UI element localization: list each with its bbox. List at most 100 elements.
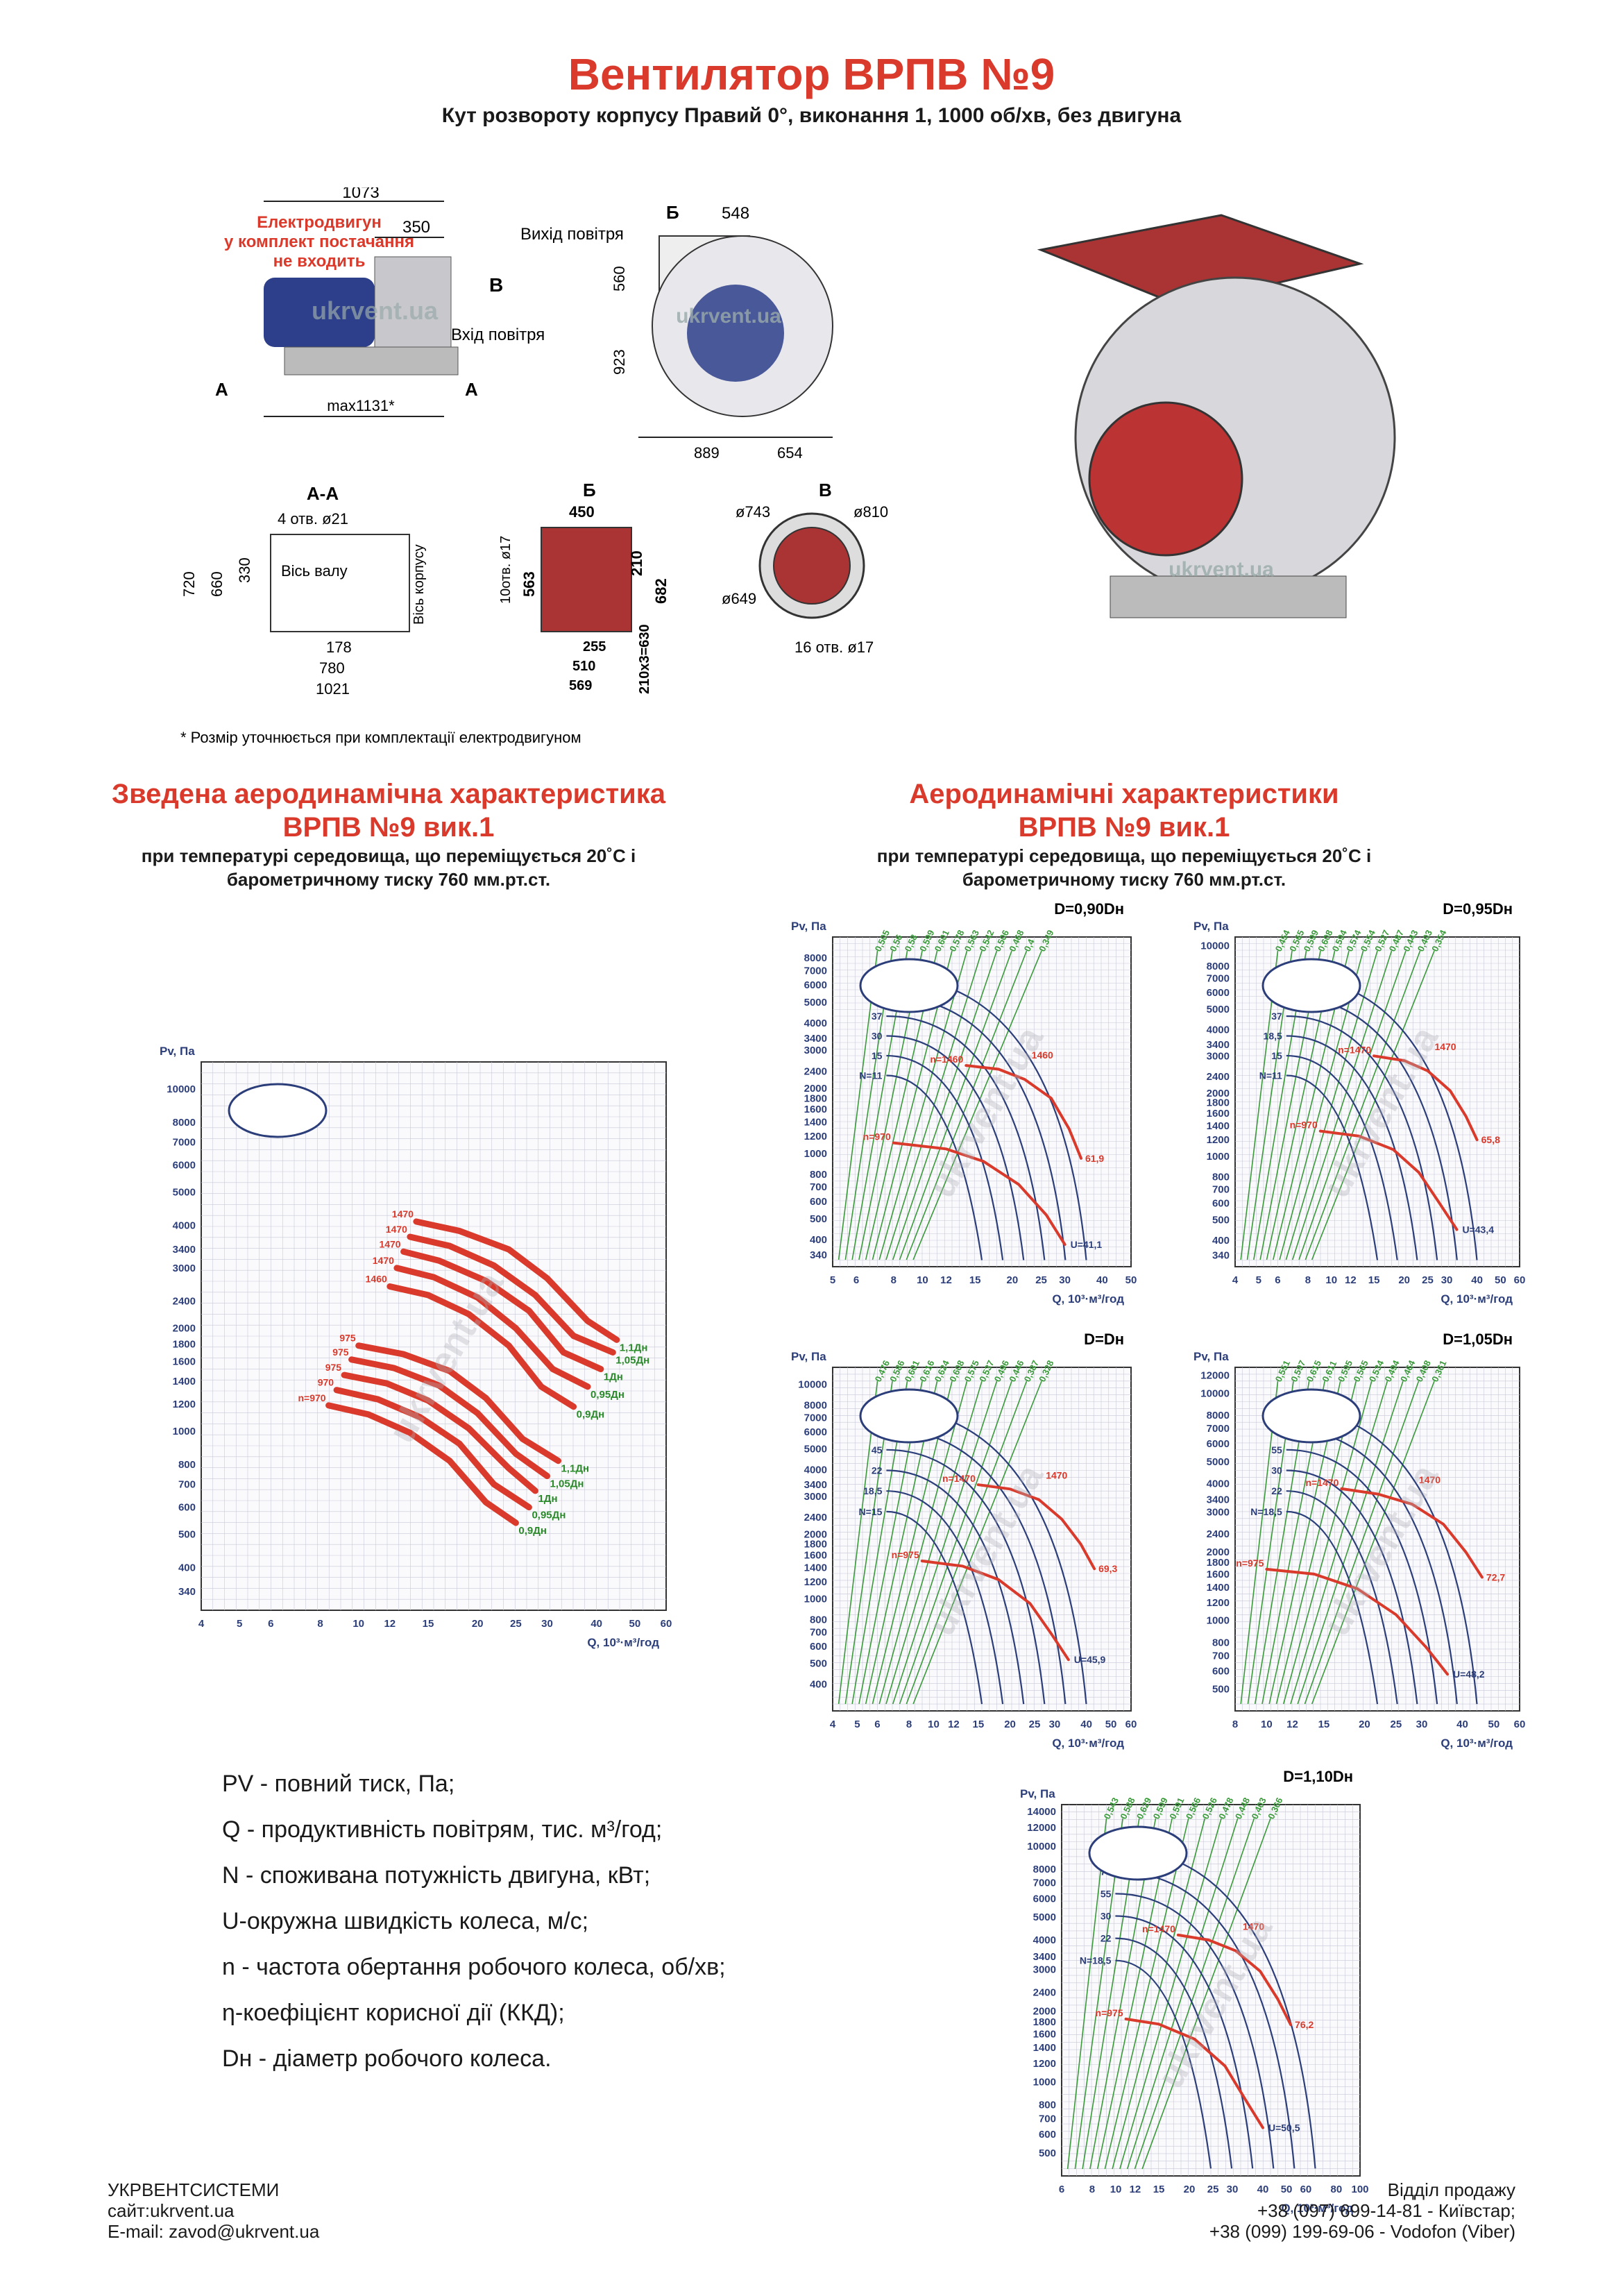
rpm-label: 970 [318, 1377, 334, 1388]
x-tick-label: 5 [237, 1618, 242, 1630]
y-tick-label: 1000 [1207, 1151, 1230, 1163]
x-tick-label: 15 [423, 1618, 434, 1630]
section-v-drawing: В ø743 ø810 ø649 16 отв. ø17 [722, 480, 888, 656]
phone-kyivstar[interactable]: +38 (097) 699-14-81 - Київстар; [1257, 2200, 1515, 2221]
brand-logo-badge [228, 1083, 328, 1138]
dim-682: 682 [652, 578, 670, 604]
series-label: 0,9Дн [518, 1525, 547, 1537]
x-tick-label: 25 [1422, 1274, 1434, 1286]
y-tick-label: 1600 [1207, 1108, 1230, 1120]
speed-marker: 1470 [1243, 1921, 1264, 1932]
x-tick-label: 20 [1004, 1719, 1016, 1730]
x-tick-label: 30 [1059, 1274, 1071, 1286]
y-tick-label: 10000 [1200, 940, 1230, 952]
company-site[interactable]: сайт:ukrvent.ua [108, 2200, 235, 2221]
y-tick-label: 1600 [1207, 1569, 1230, 1580]
right-title-2: ВРПВ №9 вик.1 [1018, 812, 1230, 843]
y-tick-label: 1000 [173, 1426, 196, 1437]
efficiency-line [1304, 1381, 1420, 1705]
x-tick-label: 4 [830, 1719, 836, 1730]
left-title-2: ВРПВ №9 вик.1 [282, 812, 495, 843]
x-tick-label: 6 [1059, 2184, 1064, 2195]
power-curve [1286, 1490, 1398, 1705]
series-label: 1,1Дн [561, 1463, 589, 1475]
y-tick-label: 500 [1039, 2147, 1056, 2159]
dim-889: 889 [694, 444, 720, 462]
series-line [1373, 1054, 1479, 1142]
y-tick-label: 2400 [1207, 1528, 1230, 1540]
y-tick-label: 1600 [804, 1104, 827, 1115]
dim-660: 660 [208, 571, 226, 597]
series-line [892, 1141, 1067, 1246]
power-curve [886, 1510, 983, 1705]
x-tick-label: 20 [1184, 2184, 1196, 2195]
series-line [407, 1233, 616, 1356]
x-axis-label: Q, 10³·м³/год [1441, 1737, 1513, 1750]
x-tick-label: 30 [1416, 1719, 1428, 1730]
label-v: В [489, 274, 503, 296]
power-label: N=11 [859, 1070, 882, 1081]
series-line [333, 1387, 532, 1511]
y-tick-label: 2000 [1033, 2005, 1056, 2017]
power-label: 18,5 [863, 1485, 882, 1496]
y-axis-label: Pv, Па [1193, 920, 1229, 933]
power-curve [1286, 1054, 1398, 1260]
label-a-left: А [215, 379, 228, 400]
chart-title: D=0,95Dн [1443, 900, 1513, 918]
x-tick-label: 6 [1275, 1274, 1280, 1286]
efficiency-line [1311, 950, 1435, 1260]
series-line [348, 1356, 550, 1480]
y-tick-label: 340 [178, 1586, 196, 1598]
section-b-title: Б [583, 480, 596, 500]
series-label: 0,95Дн [532, 1510, 566, 1521]
power-curve [886, 1469, 1025, 1705]
efficiency-line [1311, 1381, 1435, 1705]
dim-210: 210 [628, 550, 645, 576]
series-line [341, 1371, 538, 1494]
brand-logo-badge [1088, 1825, 1188, 1881]
efficiency-line [1291, 950, 1393, 1260]
efficiency-line [1240, 950, 1279, 1260]
y-tick-label: 1200 [804, 1576, 827, 1588]
legend-q: Q - продуктивність повітрям, тис. м³/год… [222, 1816, 663, 1843]
dim-178: 178 [326, 639, 352, 656]
x-tick-label: 30 [1441, 1274, 1453, 1286]
dim-780: 780 [319, 659, 345, 677]
dim-810: ø810 [853, 503, 888, 521]
front-view-drawing: Вихід повітря Б 548 ukrvent.ua 560 923 8… [520, 202, 833, 462]
y-tick-label: 1400 [804, 1116, 827, 1128]
series-line [965, 1064, 1082, 1160]
x-tick-label: 25 [510, 1618, 522, 1630]
dim-923: 923 [611, 349, 628, 375]
sales-label: Відділ продажу [1387, 2179, 1515, 2200]
power-label: N=18,5 [1250, 1506, 1282, 1517]
dim-569: 569 [569, 678, 592, 693]
power-label: 45 [872, 1444, 883, 1455]
efficiency-line [1282, 1381, 1373, 1705]
y-tick-label: 8000 [804, 952, 827, 964]
y-tick-label: 600 [810, 1641, 827, 1653]
x-tick-label: 8 [891, 1274, 897, 1286]
efficiency-line [838, 1381, 878, 1705]
y-axis-label: Pv, Па [160, 1045, 195, 1058]
company-email[interactable]: E-mail: zavod@ukrvent.ua [108, 2221, 320, 2242]
series-line [400, 1248, 604, 1372]
power-curve [886, 1074, 983, 1260]
series-label: n=1470 [1338, 1044, 1371, 1055]
y-tick-label: 8000 [804, 1399, 827, 1411]
x-tick-label: 30 [1049, 1719, 1061, 1730]
series-label: 1Дн [604, 1371, 623, 1383]
x-tick-label: 8 [317, 1618, 323, 1630]
y-tick-label: 1800 [1207, 1557, 1230, 1569]
dim-max1131: max1131* [327, 397, 395, 414]
y-tick-label: 800 [1039, 2100, 1056, 2111]
dim-720: 720 [180, 571, 198, 597]
efficiency-line [892, 950, 998, 1260]
phone-vodafone[interactable]: +38 (099) 199-69-06 - Vodofon (Viber) [1209, 2221, 1515, 2242]
y-tick-label: 7000 [1033, 1877, 1056, 1889]
motor-note-2: у комплект постачання [224, 233, 414, 251]
power-curve [886, 1054, 1004, 1260]
y-tick-label: 8000 [1033, 1864, 1056, 1875]
brand-logo-badge [859, 1388, 959, 1444]
